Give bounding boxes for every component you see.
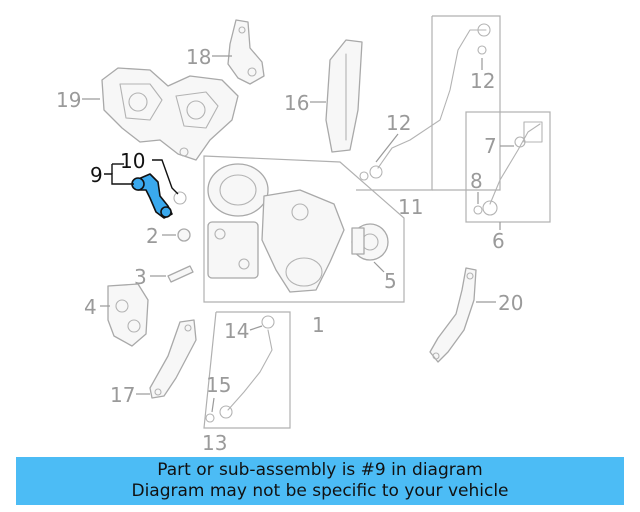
- part-17-bracket: [149, 319, 197, 399]
- part-9-coolant-line-highlighted: [131, 173, 187, 219]
- part-19-exhaust-manifold: [101, 67, 239, 161]
- callout-20: 20: [498, 291, 523, 315]
- part-5-wastegate-actuator: [351, 223, 389, 261]
- part-6-return-line: [473, 121, 543, 216]
- part-16-heat-shield: [325, 39, 363, 153]
- box-11: [356, 16, 433, 191]
- callout-5: 5: [384, 269, 397, 293]
- callout-17: 17: [110, 383, 135, 407]
- parts-diagram: 19 18 16 12 12 11 7 8 6: [56, 15, 551, 455]
- info-banner: Part or sub-assembly is #9 in diagram Di…: [16, 457, 624, 505]
- callout-3: 3: [134, 265, 147, 289]
- box-6: [465, 111, 551, 223]
- callout-11: 11: [398, 195, 423, 219]
- part-18-bracket: [227, 19, 265, 85]
- part-1-turbocharger: [207, 163, 345, 293]
- box-13: [203, 311, 291, 429]
- callout-12a: 12: [470, 69, 495, 93]
- callout-19: 19: [56, 88, 81, 112]
- box-1: [203, 155, 405, 303]
- callout-14: 14: [224, 319, 249, 343]
- callout-9: 9: [90, 163, 103, 187]
- callout-7: 7: [484, 134, 497, 158]
- callout-6: 6: [492, 229, 505, 253]
- banner-line-part: Part or sub-assembly is #9 in diagram: [157, 460, 483, 480]
- callout-1: 1: [312, 313, 325, 337]
- callout-10: 10: [120, 149, 145, 173]
- callout-2: 2: [146, 224, 159, 248]
- part-4-gasket: [107, 283, 149, 347]
- callout-16: 16: [284, 91, 309, 115]
- callout-15: 15: [206, 373, 231, 397]
- part-13-water-line: [205, 315, 275, 423]
- part-2-nut: [177, 228, 191, 242]
- part-3-stud: [167, 265, 194, 283]
- callout-8: 8: [470, 169, 483, 193]
- part-11-oil-line: [359, 23, 491, 181]
- callout-18: 18: [186, 45, 211, 69]
- callout-4: 4: [84, 295, 97, 319]
- callout-13: 13: [202, 431, 227, 455]
- part-20-bracket: [429, 267, 477, 363]
- banner-line-disclaimer: Diagram may not be specific to your vehi…: [131, 481, 509, 501]
- callout-12b: 12: [386, 111, 411, 135]
